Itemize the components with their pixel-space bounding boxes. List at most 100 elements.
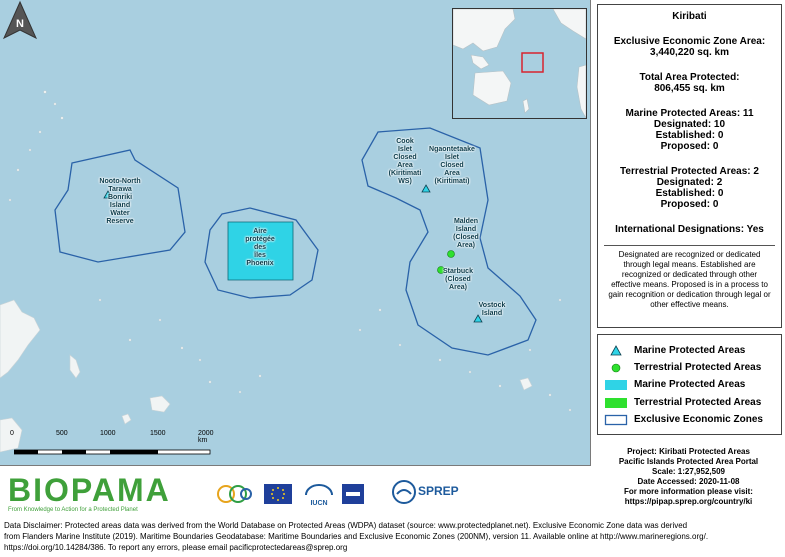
island (43, 90, 47, 94)
sprep-emblem-icon (392, 480, 416, 504)
island (468, 370, 472, 374)
map-svg (0, 90, 572, 453)
island (438, 358, 442, 362)
land-mass-vanuatu (69, 354, 81, 379)
inset-asia (453, 9, 516, 52)
scale-tick-500: 500 (56, 430, 68, 437)
svg-text:N: N (16, 18, 24, 30)
island (498, 384, 502, 388)
island (16, 168, 20, 172)
total-block: Total Area Protected: 806,455 sq. km (598, 72, 781, 94)
project-line-1: Project: Kiribati Protected Areas (627, 447, 750, 456)
biopama-wordmark: BIOPAMA (8, 472, 171, 508)
scale-tick-0: 0 (10, 430, 14, 437)
cyan-fill-icon (605, 380, 627, 390)
island (98, 298, 102, 302)
project-line-5: For more information please visit: (624, 487, 753, 496)
island (258, 374, 262, 378)
project-line-6[interactable]: https://pipap.sprep.org/country/ki (624, 497, 753, 506)
scale-bar-graphic (14, 449, 211, 455)
scale-bar: 0 500 1000 1500 2000 km (10, 430, 214, 458)
island (528, 348, 532, 352)
info-panel: Kiribati Exclusive Economic Zone Area: 3… (597, 4, 782, 328)
land-mass-islet (121, 413, 132, 425)
tpa-designated: Designated: 2 (656, 177, 723, 188)
total-value: 806,455 sq. km (654, 83, 725, 94)
footer-line-3[interactable]: https://doi.org/10.14284/386. To report … (4, 543, 348, 552)
land-mass-west (0, 299, 41, 379)
project-line-4: Date Accessed: 2020-11-08 (637, 477, 740, 486)
island (180, 346, 184, 350)
mpa-point-vostok (473, 314, 483, 323)
footer-line-2: from Flanders Marine Institute (2019). M… (4, 532, 709, 541)
inset-north-america (552, 9, 586, 40)
mpa-point-north-tarawa (103, 190, 113, 199)
green-fill-icon (605, 398, 627, 408)
tpa-proposed: Proposed: 0 (660, 199, 719, 210)
island (398, 343, 402, 347)
project-line-3: Scale: 1:27,952,509 (652, 467, 725, 476)
phoenix-mpa-area (227, 221, 294, 281)
outline-box-icon (604, 414, 628, 426)
map-canvas[interactable]: N Nooto-North Tarawa Bonriki Island Wate… (0, 0, 591, 466)
iucn-logo: IUCN (304, 482, 334, 507)
data-disclaimer-footer: Data Disclaimer: Protected areas data wa… (4, 520, 782, 553)
intl-designations: International Designations: Yes (615, 224, 764, 235)
label-starbuck: Starbuck (Closed Area) (443, 268, 473, 291)
biopama-tagline: From Knowledge to Action for a Protected… (8, 507, 138, 513)
tpa-point-starbuck (437, 266, 445, 274)
scale-tick-1500: 1500 (150, 430, 166, 437)
land-mass-fiji (149, 395, 171, 413)
scale-tick-2000: 2000 km (198, 430, 214, 444)
eez-block: Exclusive Economic Zone Area: 3,440,220 … (598, 36, 781, 58)
label-cook-islet: Cook Islet Closed Area (Kiritimati WS) (388, 138, 422, 185)
inset-nz (522, 98, 530, 114)
mpa-block: Marine Protected Areas: 11 Designated: 1… (598, 108, 781, 152)
partner-logos: BIOPAMA From Knowledge to Action for a P… (8, 474, 478, 514)
legend-label: Marine Protected Areas (634, 345, 746, 356)
eez-outlines (54, 127, 537, 356)
sprep-logo: SPREP (392, 480, 464, 510)
eu-flag-icon (264, 484, 292, 504)
island (8, 198, 12, 202)
eez-label: Exclusive Economic Zone Area: (613, 36, 766, 47)
legend-label: Exclusive Economic Zones (634, 414, 763, 425)
island (198, 358, 202, 362)
mpa-designated: Designated: 10 (653, 119, 726, 130)
island (568, 408, 572, 412)
inset-locator-map (452, 8, 587, 119)
land-mass-tahiti (519, 377, 533, 391)
legend-label: Marine Protected Areas (634, 379, 746, 390)
label-ngaontetaake: Ngaontetaake Islet Closed Area (Kiritima… (429, 146, 475, 185)
island (378, 308, 382, 312)
island (128, 338, 132, 342)
label-phoenix: Aire protégée des îles Phoenix (245, 228, 275, 267)
label-vostok: Vostock Island (478, 302, 506, 317)
island (158, 318, 162, 322)
label-north-tarawa: Nooto-North Tarawa Bonriki Island Water … (99, 178, 141, 225)
panel-divider (604, 245, 775, 246)
mpa-point-cook-islet (421, 184, 431, 193)
mpa-established: Established: 0 (655, 130, 724, 141)
project-line-2: Pacific Islands Protected Area Portal (618, 457, 759, 466)
island (28, 148, 32, 152)
land-masses (0, 299, 533, 453)
inset-extent-box (521, 52, 544, 73)
land-mass-sw (0, 417, 23, 453)
tpa-title: Terrestrial Protected Areas: 2 (620, 166, 759, 177)
island (238, 390, 242, 394)
mpa-title: Marine Protected Areas: 11 (625, 108, 754, 119)
label-malden: Malden Island (Closed Area) (453, 218, 479, 249)
islands-scatter (8, 90, 572, 412)
eez-phoenix (204, 207, 319, 299)
island (548, 393, 552, 397)
triangle-icon (610, 345, 622, 356)
tpa-established: Established: 0 (655, 188, 724, 199)
iucn-text: IUCN (310, 500, 328, 507)
island (53, 102, 57, 106)
tpa-block: Terrestrial Protected Areas: 2 Designate… (598, 166, 781, 210)
north-arrow-icon: N (2, 0, 38, 40)
inset-se-asia (470, 54, 490, 70)
eez-line (361, 127, 537, 356)
iucn-arc-icon (305, 484, 333, 496)
